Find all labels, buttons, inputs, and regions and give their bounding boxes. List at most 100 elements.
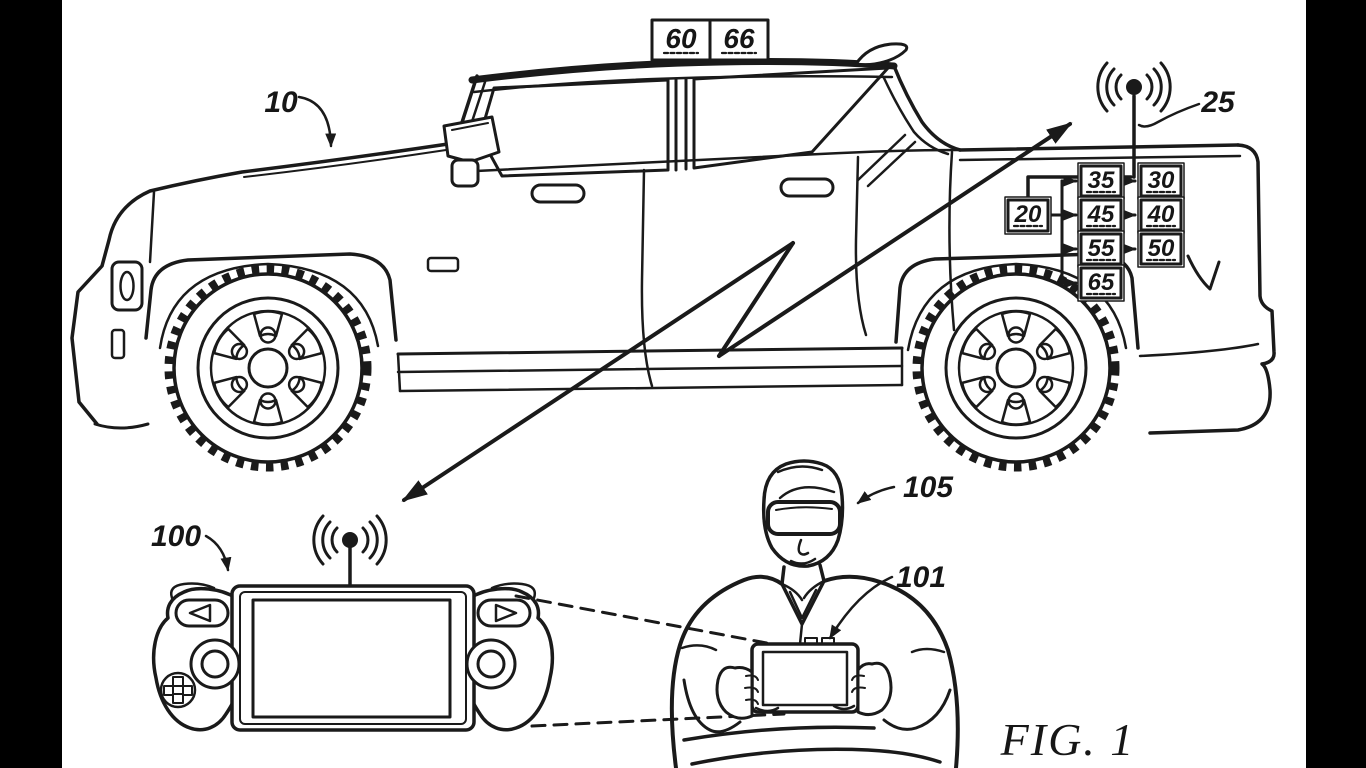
flow-box-40-label: 40 — [1147, 201, 1175, 228]
left-hand — [715, 665, 754, 720]
front-fender-flare — [144, 252, 398, 342]
left-shoulder-arm — [669, 574, 784, 768]
front-clip-crease — [148, 190, 156, 264]
dpad-icon — [159, 671, 197, 709]
label-25-leader — [1137, 102, 1201, 128]
belt-line — [454, 148, 960, 174]
flow-box-30: 30 — [1137, 162, 1185, 200]
rear-bumper-crease — [1138, 342, 1260, 358]
letterbox-left — [0, 0, 62, 768]
right-stick-cap — [476, 649, 506, 679]
flow-box-20: 20 — [1004, 196, 1052, 235]
flow-box-45-label: 45 — [1087, 201, 1115, 228]
sail-crease-1 — [856, 133, 907, 182]
vehicle-roof-modules: 60 66 — [650, 18, 770, 62]
label-101-leader — [828, 575, 894, 640]
finger-lines — [744, 674, 866, 705]
bed-rail-lower — [958, 154, 1242, 162]
right-trigger-line — [490, 582, 536, 600]
thumb-lines — [754, 704, 856, 713]
flow-box-30-label: 30 — [1148, 167, 1175, 194]
mouth-line — [789, 557, 817, 565]
shirt-placket — [798, 622, 804, 646]
label-25: 25 — [1200, 86, 1236, 119]
flow-box-20-label: 20 — [1014, 201, 1042, 228]
flow-box-65-label: 65 — [1088, 269, 1115, 296]
rear-door-handle — [779, 177, 835, 198]
controller-screen-bezel — [239, 591, 467, 725]
bed-vee-crease — [1186, 254, 1221, 291]
label-105-leader — [856, 485, 896, 505]
bed-rail — [958, 143, 1240, 152]
shirt-hem-top — [682, 725, 876, 742]
zigzag-wireless-link-arrow — [401, 122, 1073, 502]
label-101: 101 — [896, 561, 946, 594]
left-forearm — [682, 678, 742, 734]
controller-screen — [251, 598, 452, 719]
front-marker-light-lens — [119, 270, 135, 302]
left-triangle-icon — [188, 603, 212, 623]
front-door-seam — [640, 168, 654, 388]
hood-crease — [243, 149, 447, 178]
front-window — [478, 78, 670, 178]
front-wheel — [169, 269, 367, 467]
nose-line — [797, 538, 810, 556]
flow-box-50: 50 — [1137, 230, 1185, 268]
flow-box-50-label: 50 — [1148, 235, 1175, 262]
right-shoulder-button — [476, 598, 532, 628]
right-hand — [856, 661, 893, 717]
rocker-panel — [396, 346, 904, 393]
left-shoulder-button — [174, 598, 230, 628]
tailgate-rear-edge — [1148, 143, 1276, 435]
truck-body-outline — [70, 74, 479, 426]
sail-crease-2 — [866, 140, 917, 188]
vehicle-drawing: 60 66 — [70, 18, 1276, 467]
rear-door-seam — [854, 155, 868, 337]
label-10-leader — [297, 95, 337, 148]
roof-rail-lower-line — [472, 75, 894, 94]
label-100-leader — [204, 534, 232, 572]
door-trim-marker — [426, 256, 460, 273]
right-shoulder-arm — [822, 574, 960, 768]
right-forearm — [882, 688, 952, 731]
b-pillar — [674, 77, 688, 172]
rear-wheel-arch — [906, 262, 1128, 352]
vehicle-antenna — [1096, 61, 1172, 179]
hair-line — [776, 465, 836, 500]
flow-box-55: 55 — [1077, 230, 1125, 268]
left-stick-cap — [200, 649, 230, 679]
left-trigger-line — [170, 582, 216, 600]
rear-window — [692, 66, 890, 170]
label-10: 10 — [264, 86, 298, 119]
rear-fender-flare — [894, 252, 1140, 350]
controller-screen-housing — [230, 584, 476, 732]
side-mirror — [442, 115, 501, 164]
flow-box-45: 45 — [1077, 196, 1125, 234]
roof-module-60-label: 60 — [665, 23, 697, 54]
roof-rail — [468, 58, 898, 84]
roof-module-66-label: 66 — [723, 23, 755, 54]
shirt-hem-bottom — [690, 747, 942, 766]
right-triangle-icon — [494, 603, 518, 623]
mirror-mount — [450, 158, 480, 188]
controller-drawing — [151, 514, 555, 732]
flow-box-40: 40 — [1137, 196, 1185, 234]
c-pillar — [892, 64, 962, 152]
right-stick — [465, 638, 517, 690]
tow-hook — [110, 328, 126, 360]
neck-lines — [780, 563, 826, 586]
roof-fin — [854, 42, 909, 67]
flow-box-35: 35 — [1077, 162, 1125, 200]
reference-labels: 10 25 100 105 101 — [151, 86, 1236, 640]
flow-box-55-label: 55 — [1088, 235, 1115, 262]
front-wheel-arch — [158, 262, 380, 350]
label-105: 105 — [903, 471, 954, 504]
front-marker-light — [110, 260, 144, 312]
front-door-handle — [530, 183, 586, 204]
bed-front-crease — [948, 150, 956, 332]
head-outline — [761, 459, 845, 568]
vr-goggles — [766, 500, 842, 536]
flow-box-35-label: 35 — [1088, 167, 1115, 194]
